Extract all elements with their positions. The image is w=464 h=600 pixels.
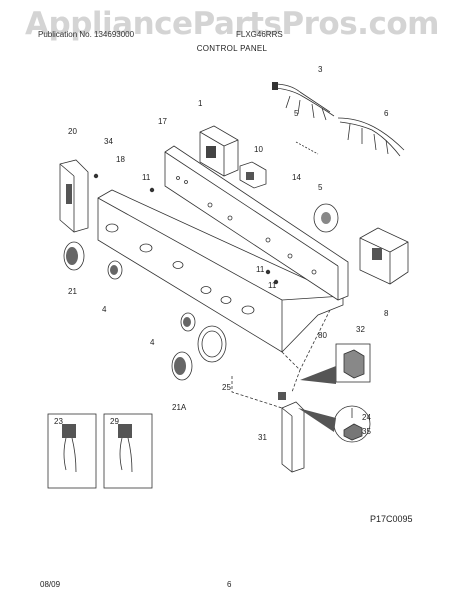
page-number: 6 (227, 580, 232, 589)
figure-code: P17C0095 (370, 514, 413, 524)
callout: 8 (384, 309, 389, 318)
callout: 23 (54, 417, 63, 426)
callout: 34 (104, 137, 113, 146)
dryer-control (359, 227, 409, 285)
screws (93, 173, 279, 285)
dial-25 (197, 325, 227, 363)
callout: 6 (384, 109, 389, 118)
mounting-bracket (278, 392, 305, 473)
clip-detail-32 (300, 343, 371, 384)
knob-21 (63, 241, 85, 271)
knob-4-lower (180, 312, 196, 332)
callout: 11 (256, 265, 265, 274)
callout: 4 (150, 338, 155, 347)
callout: 80 (318, 331, 327, 340)
callout: 21A (172, 403, 187, 412)
inset-harness-29 (103, 413, 153, 489)
callout: 3 (318, 65, 323, 74)
knob-4-left (107, 260, 123, 280)
spring (295, 141, 319, 155)
model-number: FLXG46RRS (236, 30, 283, 39)
callout: 5 (318, 183, 323, 192)
callout-labels: 1 3 4 4 5 5 6 8 10 11 11 11 14 17 18 20 … (54, 65, 389, 442)
inset-harness-23 (47, 413, 97, 489)
leader-lines (231, 309, 331, 409)
console-panel (97, 189, 344, 353)
diagram-title: CONTROL PANEL (196, 44, 268, 53)
footer-date: 08/09 (40, 580, 61, 589)
callout: 24 (362, 413, 371, 422)
publication-number: Publication No. 134693000 (38, 30, 135, 39)
callout: 4 (102, 305, 107, 314)
callout: 21 (68, 287, 77, 296)
push-to-start-switch (239, 161, 267, 189)
callout: 5 (294, 109, 299, 118)
wire-harness-3 (272, 82, 335, 121)
knob-21a (171, 351, 193, 381)
callout: 20 (68, 127, 77, 136)
callout: 31 (258, 433, 267, 442)
clip-detail-24 (298, 405, 371, 443)
callout: 25 (222, 383, 231, 392)
callout: 17 (158, 117, 167, 126)
timer (199, 125, 239, 177)
rear-bracket (164, 145, 349, 301)
callout: 11 (268, 281, 277, 290)
callout: 29 (110, 417, 119, 426)
callout: 32 (356, 325, 365, 334)
callout: 10 (254, 145, 263, 154)
watermark: AppliancePartsPros.com (25, 6, 439, 42)
callout: 35 (362, 427, 371, 436)
callout: 1 (198, 99, 203, 108)
end-cap (59, 159, 89, 233)
callout: 14 (292, 173, 301, 182)
wire-harness-6 (337, 117, 405, 157)
callout: 11 (142, 173, 151, 182)
callout: 18 (116, 155, 125, 164)
selector-switch (313, 203, 339, 233)
